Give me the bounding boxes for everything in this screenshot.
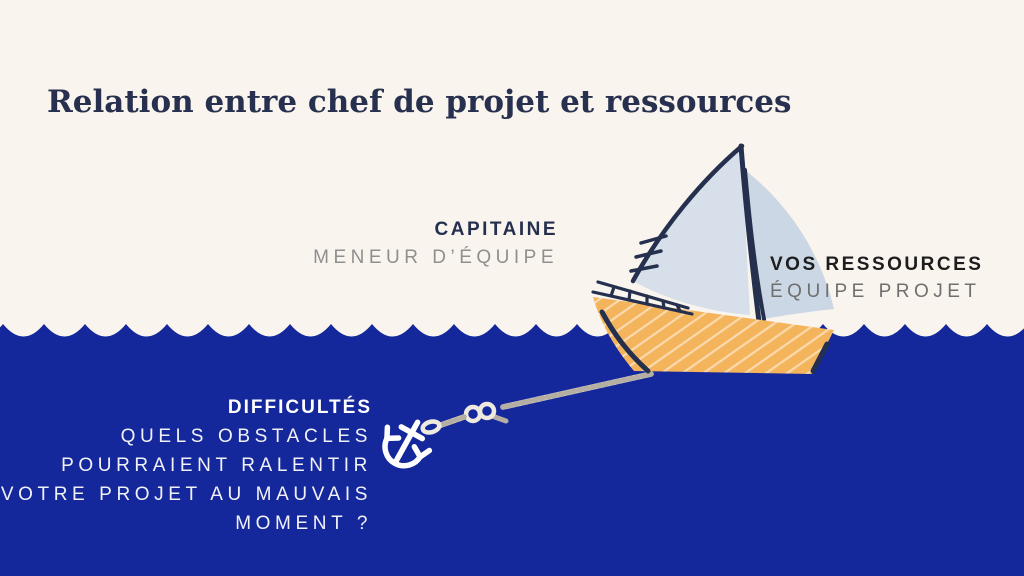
difficulties-title: DIFFICULTÉS [227, 397, 372, 418]
difficulties-line: POURRAIENT RALENTIR [61, 455, 372, 476]
difficulties-line: VOTRE PROJET AU MAUVAIS [0, 484, 372, 505]
mast [738, 143, 763, 333]
label-difficulties: DIFFICULTÉS QUELS OBSTACLES POURRAIENT R… [1, 393, 372, 538]
main-sail [633, 146, 750, 315]
label-resources: VOS RESSOURCES ÉQUIPE PROJET [770, 254, 983, 303]
anchor-icon [382, 419, 433, 469]
label-captain: CAPITAINE MENEUR D’ÉQUIPE [313, 219, 558, 269]
hull [593, 297, 834, 374]
difficulties-line: QUELS OBSTACLES [120, 426, 372, 447]
jib-sail [745, 170, 834, 319]
captain-title: CAPITAINE [434, 219, 558, 240]
sailboat-icon [591, 143, 834, 374]
rope-icon [420, 371, 654, 435]
resources-subtitle: ÉQUIPE PROJET [770, 281, 981, 302]
sea-waves [0, 324, 1024, 576]
resources-title: VOS RESSOURCES [770, 254, 984, 275]
difficulties-line: MOMENT ? [235, 513, 372, 534]
bow-railing [591, 280, 694, 316]
slide-title: Relation entre chef de projet et ressour… [47, 84, 792, 120]
captain-subtitle: MENEUR D’ÉQUIPE [313, 247, 558, 268]
